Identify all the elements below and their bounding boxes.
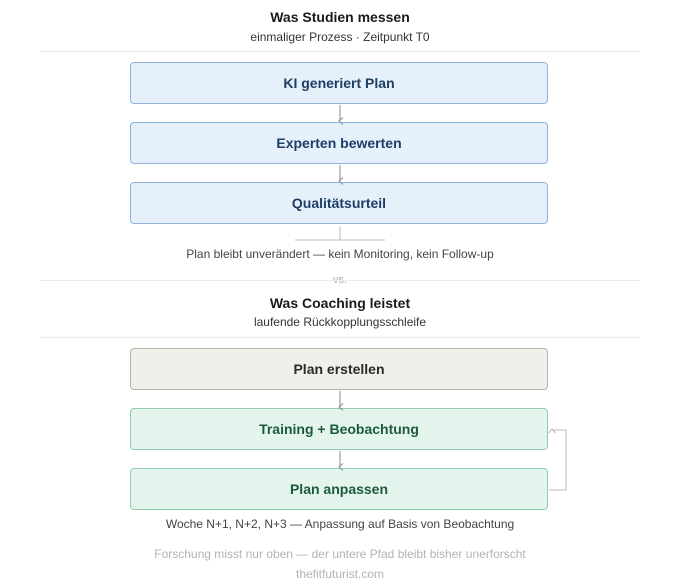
step-create-plan: Plan erstellen [130, 348, 548, 390]
step-training-observation: Training + Beobachtung [130, 408, 548, 450]
bottom-section-title: Was Coaching leistet [269, 295, 411, 311]
step-ai-generates-plan: KI generiert Plan [130, 62, 548, 104]
bottom-section-subtitle: laufende Rückkopplungsschleife [253, 315, 427, 329]
middle-divider [40, 280, 640, 281]
step-adjust-plan: Plan anpassen [130, 468, 548, 510]
step-quality-judgment: Qualitätsurteil [130, 182, 548, 224]
top-section-title: Was Studien messen [270, 9, 410, 25]
top-section-note: Plan bleibt unverändert — kein Monitorin… [186, 247, 494, 261]
feedback-loop-arrow [548, 428, 567, 491]
bottom-divider [40, 337, 640, 338]
top-divider [40, 51, 640, 52]
top-section-subtitle: einmaliger Prozess · Zeitpunkt T0 [250, 30, 430, 44]
footer-caption: Forschung misst nur oben — der untere Pf… [154, 547, 526, 561]
bottom-section-note: Woche N+1, N+2, N+3 — Anpassung auf Basi… [165, 517, 515, 531]
footer-credit: thefitfuturist.com [295, 567, 385, 581]
